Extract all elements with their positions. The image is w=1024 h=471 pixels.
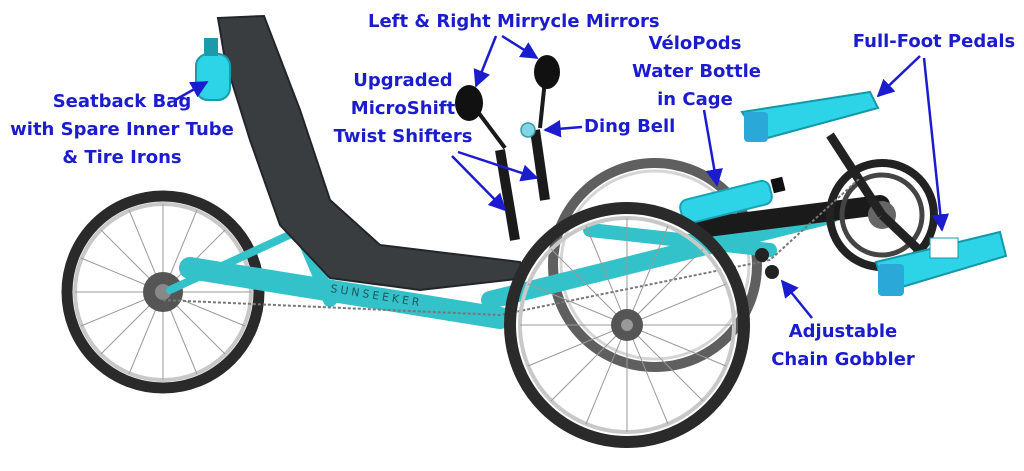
arrow-mirror-right — [501, 34, 539, 60]
label-line: VéloPods — [648, 33, 742, 54]
label-line: Upgraded — [353, 70, 453, 91]
label-line: Full-Foot Pedals — [852, 31, 1016, 52]
arrow-mirror-left — [473, 35, 498, 88]
arrow-seatback-bag — [174, 80, 209, 102]
label-line: Adjustable — [788, 321, 898, 342]
label-line: Water Bottle — [632, 61, 761, 82]
label-chain-gobbler: Adjustable Chain Gobbler — [768, 318, 918, 374]
steering-and-mirrors — [455, 55, 560, 241]
label-mirrors: Left & Right Mirrycle Mirrors — [368, 8, 660, 36]
label-velopods: VéloPods Water Bottle in Cage — [632, 30, 761, 114]
label-line: Seatback Bag — [52, 91, 192, 112]
arrow-pedal-bottom — [922, 57, 950, 232]
rear-wheel — [61, 190, 265, 394]
arrow-chain-gobbler — [780, 279, 813, 319]
chain — [162, 177, 861, 317]
arrow-pedal-top — [876, 55, 921, 98]
label-shifters: Upgraded MicroShift Twist Shifters — [328, 67, 478, 151]
label-line: with Spare Inner Tube — [10, 119, 234, 140]
arrow-velopods — [702, 109, 723, 187]
chain-gobbler — [755, 248, 779, 279]
velopods-water-bottle — [679, 176, 786, 225]
label-line: Left & Right Mirrycle Mirrors — [368, 11, 660, 32]
label-line: Twist Shifters — [333, 126, 473, 147]
annotation-arrows — [174, 34, 950, 319]
arrow-shifter-left — [451, 155, 507, 212]
label-line: in Cage — [657, 89, 733, 110]
label-line: MicroShift — [350, 98, 456, 119]
arrow-ding-bell — [543, 120, 583, 138]
label-line: & Tire Irons — [62, 147, 182, 168]
full-foot-pedals — [740, 90, 1008, 296]
label-line: Ding Bell — [584, 116, 676, 137]
front-wheel-near — [504, 202, 750, 448]
label-ding-bell: Ding Bell — [584, 113, 690, 141]
label-line: Chain Gobbler — [771, 349, 915, 370]
label-pedals: Full-Foot Pedals — [846, 28, 1022, 56]
label-seatback-bag: Seatback Bag with Spare Inner Tube & Tir… — [6, 88, 238, 172]
arrow-shifter-right — [457, 150, 539, 182]
